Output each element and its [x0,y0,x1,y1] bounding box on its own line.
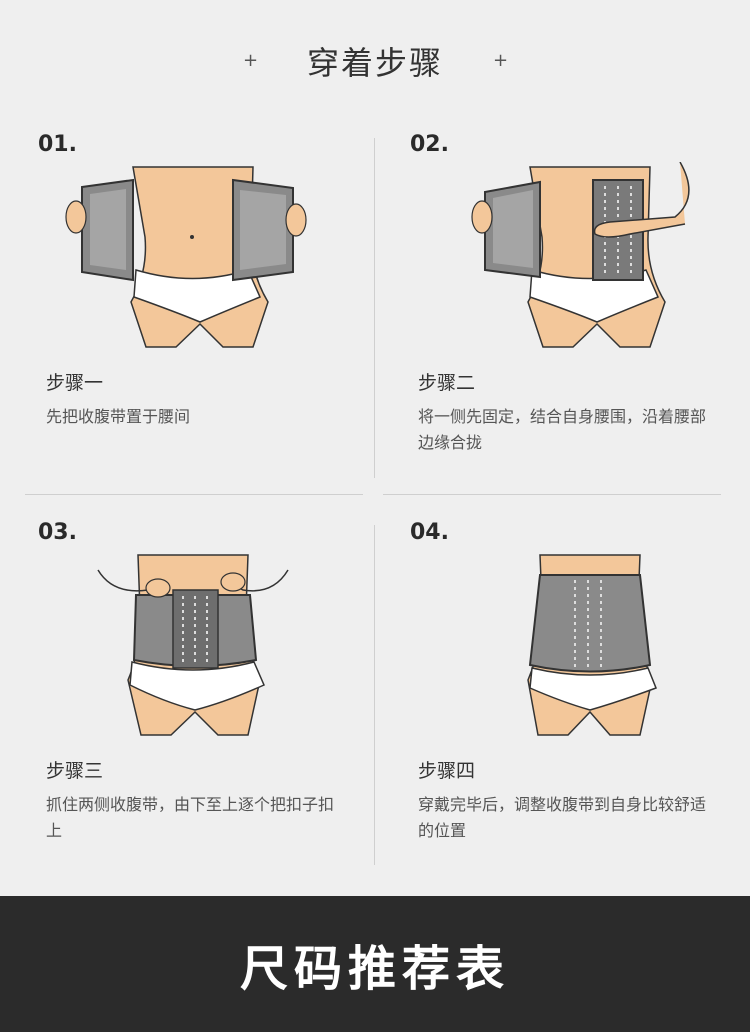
size-chart-title: 尺码推荐表 [239,941,510,997]
vertical-divider-bottom [374,525,375,865]
page-title: 穿着步骤 [306,44,443,82]
horizontal-divider-left [25,494,363,495]
step-number: 02. [410,132,449,157]
belt-hook-up-illustration [97,554,289,736]
horizontal-divider-right [383,494,721,495]
step-heading: 步骤一 [46,372,104,394]
step-description: 穿戴完毕后，调整收腹带到自身比较舒适的位置 [418,795,707,840]
step-heading: 步骤三 [46,760,104,782]
size-chart-banner: 尺码推荐表 [0,896,750,1032]
title-decoration-right: + [493,50,509,71]
step-heading: 步骤四 [418,760,476,782]
title-decoration-left: + [243,50,259,71]
step-heading: 步骤二 [418,372,476,394]
step-number: 01. [38,132,77,157]
belt-wrap-open-illustration [65,166,307,348]
belt-worn-illustration [527,554,657,736]
step-description: 先把收腹带置于腰间 [46,407,191,426]
belt-fasten-side-illustration [471,162,690,348]
step-description: 将一侧先固定，结合自身腰围，沿着腰部边缘合拢 [418,407,707,452]
step-number: 03. [38,520,77,545]
step-number: 04. [410,520,449,545]
vertical-divider-top [374,138,375,478]
step-description: 抓住两侧收腹带，由下至上逐个把扣子扣上 [46,795,335,840]
